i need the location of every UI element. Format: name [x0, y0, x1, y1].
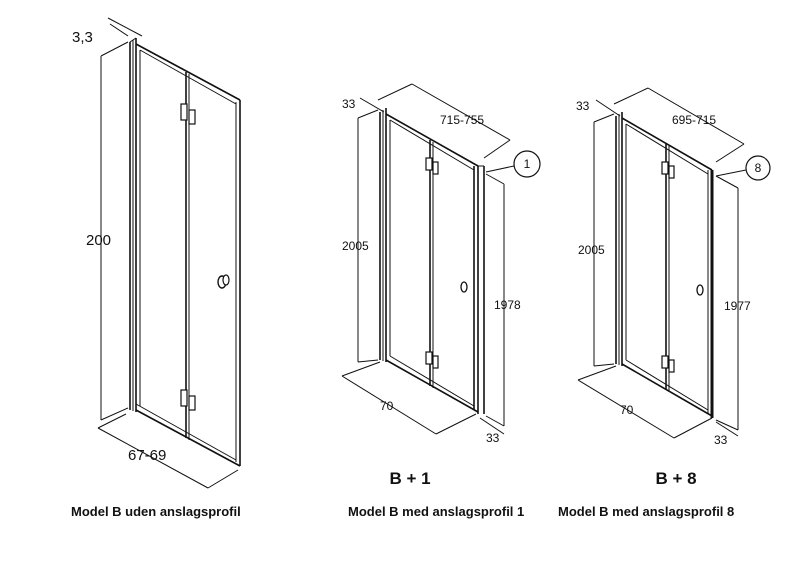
hinge-bottom — [668, 359, 675, 373]
model-label-b-plus-1: B + 1 — [389, 469, 430, 488]
diagram-model-b-profile-8: 33 695-715 8 2005 1977 — [558, 87, 771, 519]
dimension-label-door-height: 1977 — [724, 299, 751, 313]
dimension-depth — [577, 365, 713, 439]
dimension-height — [100, 41, 129, 421]
caption-model-b-no-profile: Model B uden anslagsprofil — [71, 504, 241, 519]
dimension-total-height — [593, 113, 615, 367]
hinge-bottom — [180, 389, 188, 407]
diagram-model-b-profile-1: 33 715-755 1 2005 1978 — [341, 83, 541, 519]
door-frame — [379, 108, 485, 414]
model-label-b-plus-8: B + 8 — [655, 469, 696, 488]
caption-model-b-profile-1: Model B med anslagsprofil 1 — [348, 504, 524, 519]
hinge-top — [425, 157, 433, 171]
hinge-top — [180, 103, 188, 121]
hinge-top — [668, 165, 675, 179]
dimension-thickness — [107, 17, 143, 37]
dimension-opening — [613, 87, 745, 163]
dimension-label-depth: 70 — [620, 403, 634, 417]
callout-label-1: 1 — [524, 157, 531, 171]
dimension-label-depth: 70 — [380, 399, 394, 413]
callout-profile-1 — [485, 150, 541, 178]
door-knob — [460, 281, 468, 293]
callout-label-8: 8 — [755, 161, 762, 175]
door-frame — [129, 37, 241, 467]
dimension-label-total-height: 2005 — [342, 239, 369, 253]
door-knob — [222, 274, 230, 286]
hinge-top — [432, 161, 439, 175]
hinge-bottom — [661, 355, 669, 369]
dimension-label-profile-depth-bottom: 33 — [714, 433, 728, 447]
hinge-bottom — [425, 351, 433, 365]
dimension-label-thickness: 3,3 — [72, 29, 93, 46]
hinge-bottom — [188, 395, 196, 411]
door-frame — [615, 112, 714, 418]
dimension-door-height — [715, 175, 739, 431]
dimension-width — [97, 413, 239, 489]
dimension-label-profile-depth-top: 33 — [342, 97, 356, 111]
dimension-total-height — [357, 109, 379, 363]
dimension-label-profile-depth-bottom: 33 — [486, 431, 500, 445]
caption-model-b-profile-8: Model B med anslagsprofil 8 — [558, 504, 734, 519]
diagram-model-b-no-profile: 3,3 200 67-69 Model B uden anslagsprofil — [71, 17, 241, 519]
dimension-label-door-height: 1978 — [494, 298, 521, 312]
dimension-label-width: 67-69 — [128, 447, 166, 464]
dimension-label-profile-depth-top: 33 — [576, 99, 590, 113]
dimension-label-opening: 715-755 — [440, 113, 484, 127]
hinge-top — [188, 109, 196, 125]
dimension-label-opening: 695-715 — [672, 113, 716, 127]
door-knob — [696, 284, 704, 296]
dimension-label-height: 200 — [86, 232, 111, 249]
dimension-opening — [377, 83, 511, 159]
callout-profile-8 — [715, 155, 771, 181]
dimension-depth — [341, 361, 477, 435]
hinge-top — [661, 161, 669, 175]
dimension-door-height — [485, 173, 505, 427]
hinge-bottom — [432, 355, 439, 369]
dimension-label-total-height: 2005 — [578, 243, 605, 257]
